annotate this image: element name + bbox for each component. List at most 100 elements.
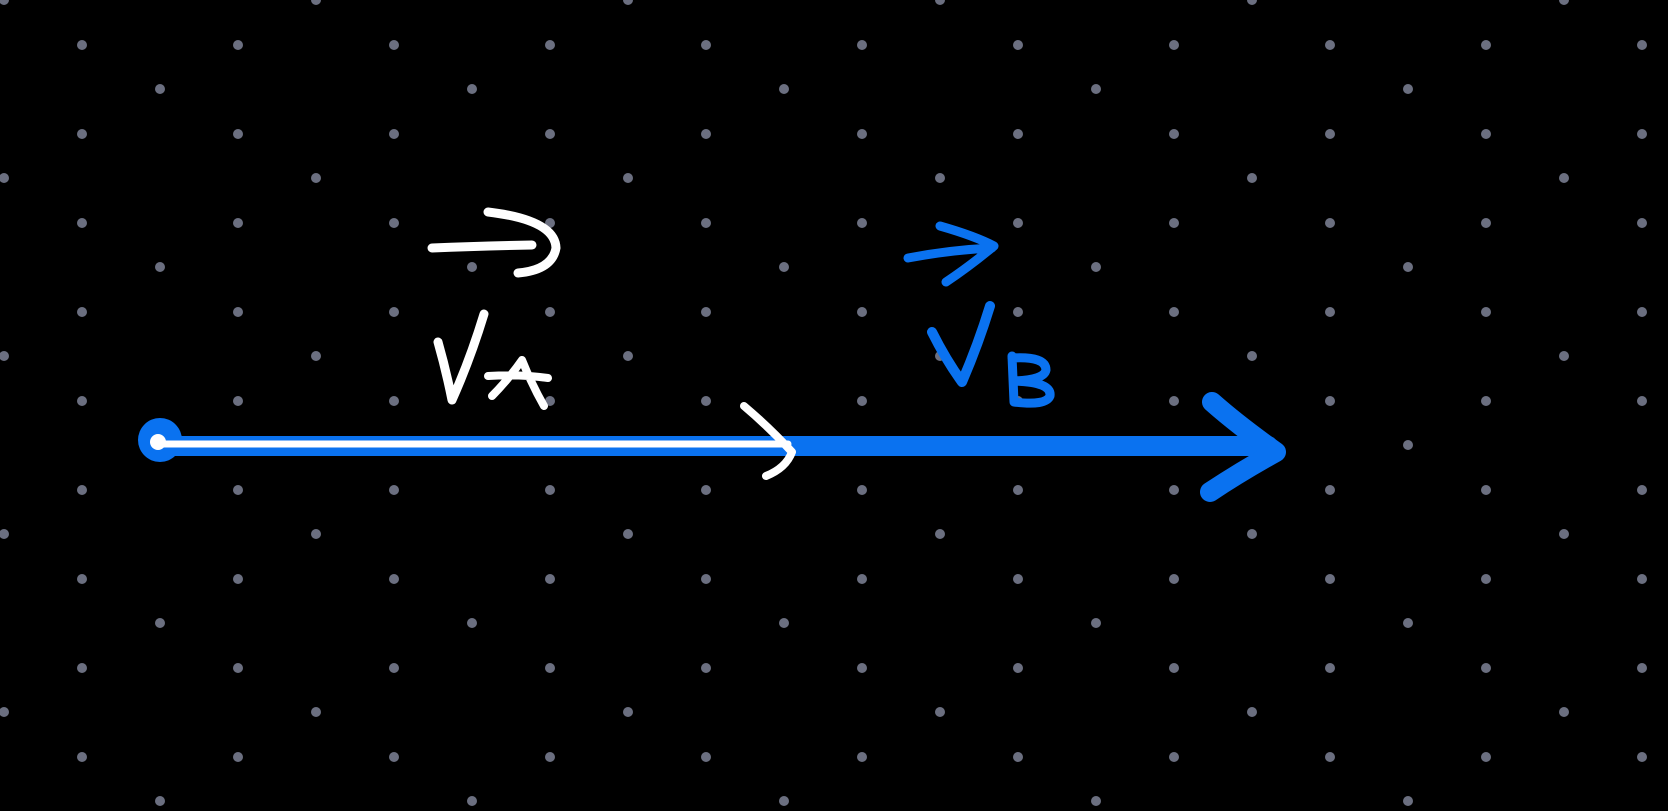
vector-a-label: V A (427, 207, 561, 410)
grid-dot (1559, 0, 1569, 5)
grid-dot (857, 663, 867, 673)
grid-dot (1637, 663, 1647, 673)
grid-dot (1637, 218, 1647, 228)
grid-dot (1481, 129, 1491, 139)
grid-dot (1403, 440, 1413, 450)
grid-dot (0, 351, 9, 361)
grid-dot (701, 574, 711, 584)
vector-b-label-subscript-stroke (1007, 351, 1055, 408)
grid-dot (701, 129, 711, 139)
grid-dot (935, 707, 945, 717)
grid-dot (701, 663, 711, 673)
grid-dot (1013, 663, 1023, 673)
grid-dot (77, 129, 87, 139)
grid-dot (1325, 574, 1335, 584)
grid-dot (311, 351, 321, 361)
grid-dot (701, 752, 711, 762)
grid-dot (1247, 529, 1257, 539)
grid-dot (1637, 129, 1647, 139)
grid-dot (233, 40, 243, 50)
grid-dot (1325, 752, 1335, 762)
grid-dot (545, 40, 555, 50)
vector-b-label-arrow (903, 221, 999, 287)
grid-dot (623, 0, 633, 5)
grid-dot (701, 396, 711, 406)
grid-dot (1013, 218, 1023, 228)
grid-dot (77, 663, 87, 673)
grid-dot (467, 262, 477, 272)
grid-dot (155, 84, 165, 94)
grid-dot (1091, 618, 1101, 628)
grid-dot (0, 173, 9, 183)
grid-dot (935, 173, 945, 183)
vector-a-label-subscript-stroke (484, 356, 552, 410)
grid-dot (389, 485, 399, 495)
grid-dot (935, 0, 945, 5)
grid-dot (701, 218, 711, 228)
grid-dot (1481, 574, 1491, 584)
grid-dot (155, 796, 165, 806)
grid-dot (857, 129, 867, 139)
grid-dot (1481, 307, 1491, 317)
grid-dot (155, 262, 165, 272)
grid-dot (467, 618, 477, 628)
grid-dot (0, 707, 9, 717)
vector-b-label-v-stroke (927, 301, 995, 387)
grid-dot (233, 396, 243, 406)
grid-dot (77, 218, 87, 228)
grid-dot (1325, 40, 1335, 50)
grid-dot (545, 663, 555, 673)
grid-dot (779, 796, 789, 806)
grid-dot (1637, 752, 1647, 762)
grid-dot (1013, 752, 1023, 762)
grid-dot (233, 307, 243, 317)
grid-dot (0, 0, 9, 5)
grid-dot (77, 485, 87, 495)
grid-dot (1169, 574, 1179, 584)
grid-dot (1013, 307, 1023, 317)
grid-dot (467, 84, 477, 94)
grid-dot (1169, 218, 1179, 228)
vector-a-arrowhead (740, 402, 796, 480)
grid-dot (857, 307, 867, 317)
grid-dot (77, 307, 87, 317)
grid-dot (545, 752, 555, 762)
grid-dot (1169, 752, 1179, 762)
grid-dot (623, 707, 633, 717)
grid-dot (1247, 0, 1257, 5)
grid-dot (1325, 307, 1335, 317)
vector-b-arrowhead (1200, 392, 1286, 502)
grid-dot (1169, 663, 1179, 673)
grid-dot (1559, 173, 1569, 183)
grid-dot (1403, 262, 1413, 272)
grid-dot (311, 0, 321, 5)
grid-dot (389, 663, 399, 673)
grid-dot (1637, 40, 1647, 50)
grid-dot (623, 529, 633, 539)
grid-dot (233, 485, 243, 495)
grid-dot (389, 40, 399, 50)
grid-dot (1481, 40, 1491, 50)
grid-dot (77, 396, 87, 406)
grid-dot (857, 752, 867, 762)
grid-dot (1637, 307, 1647, 317)
grid-dot (857, 396, 867, 406)
grid-dot (857, 218, 867, 228)
grid-dot (1169, 40, 1179, 50)
grid-dot (1013, 40, 1023, 50)
grid-dot (1091, 84, 1101, 94)
grid-dot (779, 262, 789, 272)
grid-dot (857, 574, 867, 584)
grid-dot (1091, 262, 1101, 272)
grid-dot (1403, 796, 1413, 806)
grid-dot (857, 40, 867, 50)
grid-dot (311, 707, 321, 717)
grid-dot (155, 618, 165, 628)
grid-dot (1247, 173, 1257, 183)
grid-dot (1013, 485, 1023, 495)
grid-dot (389, 129, 399, 139)
grid-dot (1481, 396, 1491, 406)
grid-dot (701, 40, 711, 50)
grid-dot (1559, 707, 1569, 717)
